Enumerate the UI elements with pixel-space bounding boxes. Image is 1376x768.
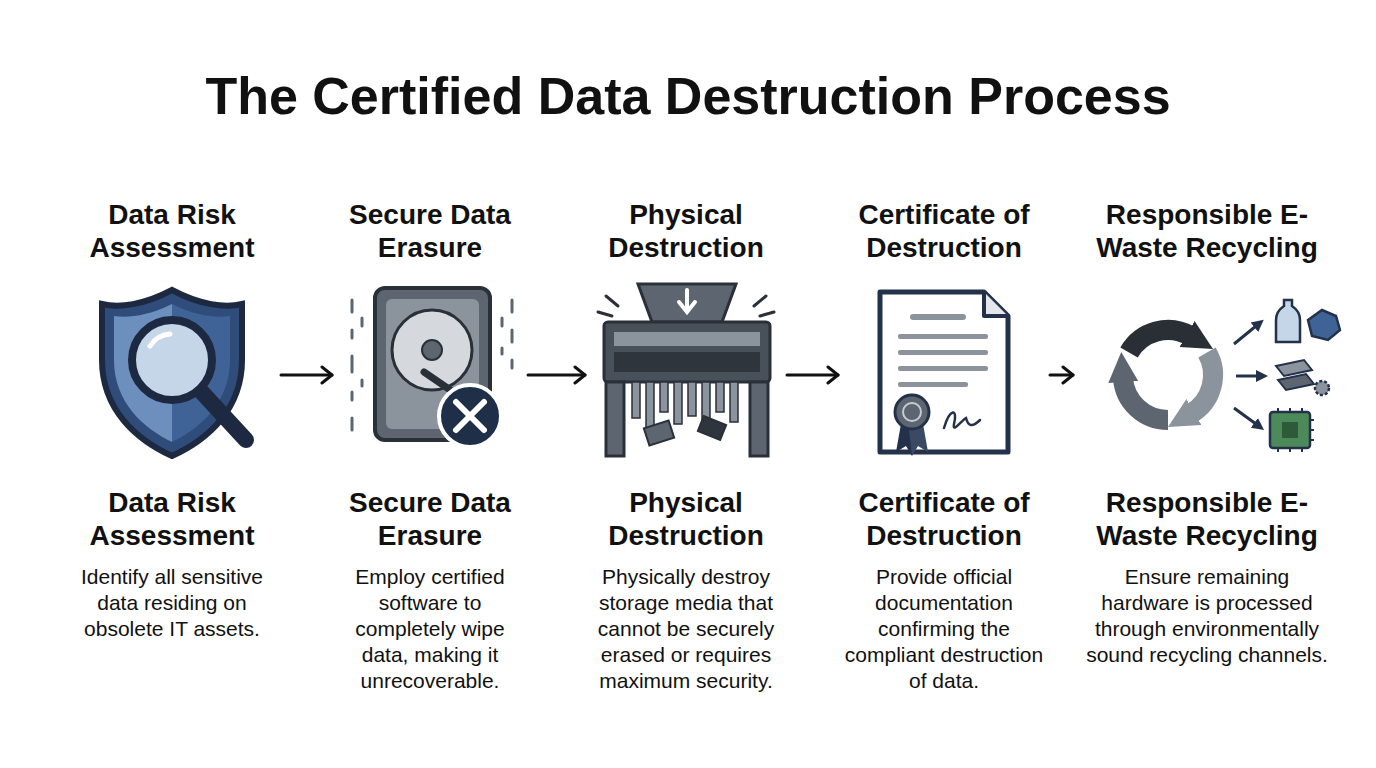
step-heading: Responsible E-Waste Recycling xyxy=(1076,486,1338,552)
step-heading: Certificate of Destruction xyxy=(846,198,1042,264)
shield-magnifier-icon xyxy=(102,290,246,456)
flow-arrow xyxy=(281,374,332,377)
flow-arrow xyxy=(1050,374,1073,377)
step-heading: Data Risk Assessment xyxy=(77,198,267,264)
shredder-icon xyxy=(598,284,774,456)
step-description: Physically destroy storage media that ca… xyxy=(588,564,784,694)
step-heading: Physical Destruction xyxy=(591,198,781,264)
step-heading: Data Risk Assessment xyxy=(77,486,267,552)
step-heading: Secure Data Erasure xyxy=(335,198,525,264)
step-description: Provide official documentation confirmin… xyxy=(841,564,1047,694)
diagram-title: The Certified Data Destruction Process xyxy=(0,66,1376,126)
step-description: Identify all sensitive data residing on … xyxy=(66,564,278,642)
step-description: Ensure remaining hardware is processed t… xyxy=(1081,564,1333,668)
process-step: Responsible E-Waste RecyclingResponsible… xyxy=(1073,198,1341,668)
process-step: Secure Data ErasureSecure Data ErasureEm… xyxy=(332,198,528,694)
step-description: Employ certified software to completely … xyxy=(340,564,520,694)
step-heading: Physical Destruction xyxy=(591,486,781,552)
process-step: Physical DestructionPhysical Destruction… xyxy=(585,198,787,694)
hard-drive-icon xyxy=(352,288,512,447)
flow-arrow xyxy=(528,374,585,377)
process-step: Data Risk AssessmentData Risk Assessment… xyxy=(63,198,281,642)
recycling-icon xyxy=(1123,300,1340,452)
step-heading: Secure Data Erasure xyxy=(335,486,525,552)
certificate-icon xyxy=(880,292,1008,456)
flow-arrow xyxy=(787,374,838,377)
process-step: Certificate of DestructionCertificate of… xyxy=(838,198,1050,694)
step-heading: Responsible E-Waste Recycling xyxy=(1076,198,1338,264)
step-heading: Certificate of Destruction xyxy=(846,486,1042,552)
